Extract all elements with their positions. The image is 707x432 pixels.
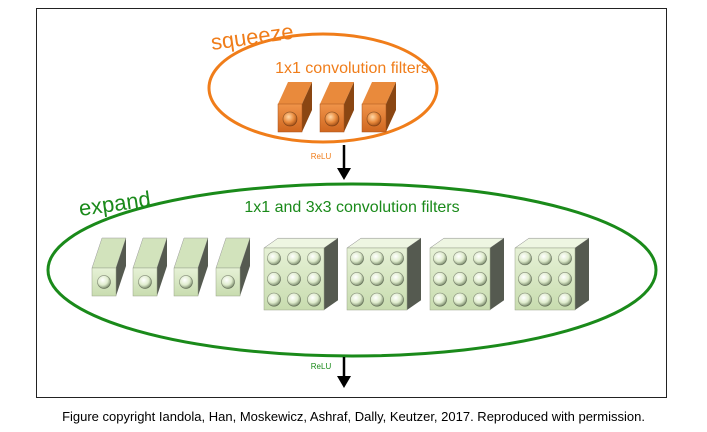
filter-knob: [538, 292, 552, 307]
filter-knob: [433, 292, 447, 307]
squeeze-filter-1x1: [319, 82, 354, 133]
filter-knob: [97, 275, 111, 289]
filter-knob: [473, 292, 487, 307]
expand-arrow-head: [337, 376, 351, 388]
filter-knob: [538, 251, 552, 266]
squeeze-ellipse: [207, 32, 439, 144]
filter-knob: [473, 272, 487, 286]
filter-knob: [453, 292, 467, 307]
filter-knob: [390, 292, 404, 307]
expand-ellipse: [46, 182, 658, 358]
expand-filter-3x3: [346, 237, 422, 311]
filter-knob: [518, 251, 532, 266]
filter-knob: [350, 272, 364, 286]
expand-filter-group: [91, 237, 590, 311]
filter-knob: [473, 251, 487, 266]
filter-knob: [138, 275, 152, 289]
filter-knob: [350, 251, 364, 266]
squeeze-filter-group: [277, 82, 396, 133]
squeeze-filter-1x1: [361, 82, 396, 133]
filter-knob: [453, 251, 467, 266]
filter-knob: [350, 292, 364, 307]
filter-knob: [558, 251, 572, 266]
expand-filter-3x3: [514, 237, 590, 311]
filter-knob: [518, 292, 532, 307]
filter-knob: [307, 272, 321, 286]
filter-knob: [267, 292, 281, 307]
relu-expand-label: ReLU: [311, 362, 332, 371]
filter-knob: [370, 272, 384, 286]
filter-knob: [267, 251, 281, 266]
expand-title: expand: [77, 186, 152, 221]
expand-subtitle: 1x1 and 3x3 convolution filters: [244, 199, 459, 216]
expand-filter-3x3: [429, 237, 505, 311]
filter-knob: [287, 272, 301, 286]
expand-filter-1x1: [215, 237, 251, 297]
expand-filter-1x1: [173, 237, 209, 297]
filter-knob: [324, 111, 340, 127]
squeeze-filter-1x1: [277, 82, 312, 133]
figure-caption: Figure copyright Iandola, Han, Moskewicz…: [62, 409, 645, 424]
expand-filter-1x1: [91, 237, 127, 297]
filter-knob: [287, 251, 301, 266]
squeeze-title: squeeze: [209, 19, 295, 55]
filter-knob: [518, 272, 532, 286]
filter-knob: [433, 251, 447, 266]
filter-knob: [390, 272, 404, 286]
expand-filter-3x3: [263, 237, 339, 311]
filter-knob: [282, 111, 298, 127]
filter-knob: [558, 292, 572, 307]
filter-knob: [179, 275, 193, 289]
filter-knob: [287, 292, 301, 307]
filter-knob: [433, 272, 447, 286]
filter-knob: [267, 272, 281, 286]
relu-squeeze-label: ReLU: [311, 152, 332, 161]
filter-knob: [370, 292, 384, 307]
filter-knob: [307, 251, 321, 266]
filter-knob: [538, 272, 552, 286]
filter-knob: [453, 272, 467, 286]
squeeze-subtitle: 1x1 convolution filters: [275, 60, 429, 77]
filter-knob: [307, 292, 321, 307]
filter-knob: [221, 275, 235, 289]
squeeze-arrow-head: [337, 168, 351, 180]
filter-knob: [390, 251, 404, 266]
filter-knob: [366, 111, 382, 127]
filter-knob: [370, 251, 384, 266]
filter-knob: [558, 272, 572, 286]
expand-filter-1x1: [132, 237, 168, 297]
